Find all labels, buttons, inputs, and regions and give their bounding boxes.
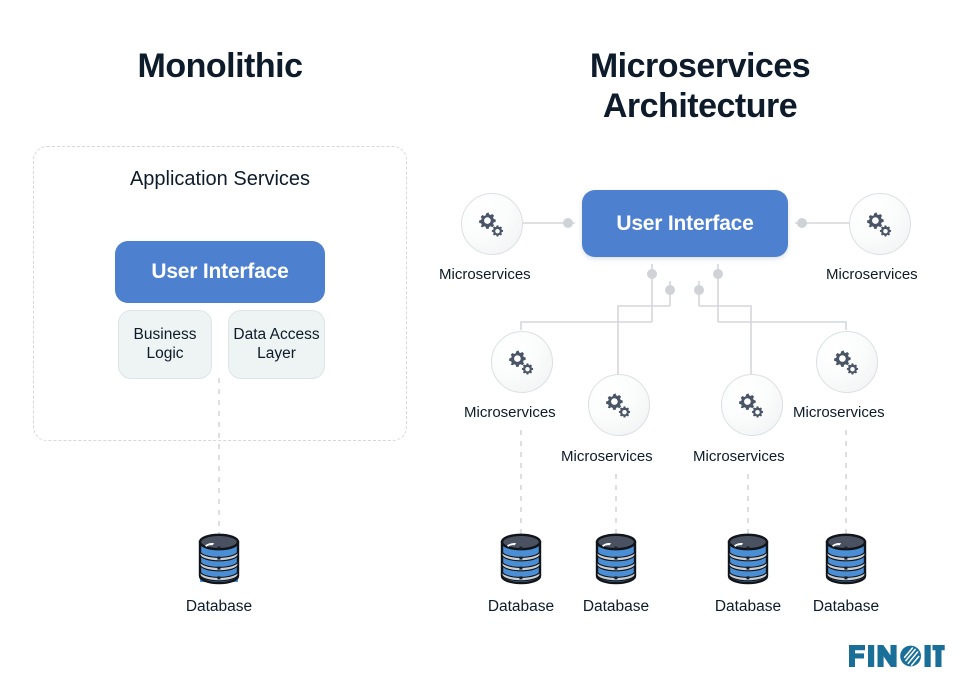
microservice-node-row2-c[interactable] [721,374,783,436]
database-icon-monolithic [196,532,242,594]
gears-icon [606,393,631,418]
microservice-label-left-top: Microservices [439,266,531,283]
wire-dot-stem-1 [647,269,657,279]
database-label-1: Database [487,598,555,615]
application-services-label: Application Services [129,168,311,190]
microservice-node-left-top[interactable] [461,193,523,255]
page-title-microservices-line2: Architecture [602,87,798,126]
business-logic-box[interactable]: Business Logic [118,310,212,379]
microservice-node-row2-b[interactable] [588,374,650,436]
monolithic-container [33,146,407,441]
wire-dot-right [797,218,807,228]
monolithic-user-interface-box[interactable]: User Interface [115,241,325,303]
wire-dot-stem-4 [713,269,723,279]
database-label-4: Database [812,598,880,615]
microservices-user-interface-box[interactable]: User Interface [582,190,788,257]
microservice-label-row2-c: Microservices [693,448,785,465]
wire-branch-to-ms-c [699,305,752,374]
gears-icon [739,393,764,418]
database-icon-4 [823,532,869,594]
microservice-node-row2-a[interactable] [491,331,553,393]
database-label-monolithic: Database [185,598,253,615]
page-title-microservices: Microservices Architecture [500,46,900,126]
gears-icon [479,212,504,237]
microservice-label-row2-b: Microservices [561,448,653,465]
wire-dot-stem-2 [665,285,675,295]
database-icon-1 [498,532,544,594]
database-icon-3 [725,532,771,594]
finoit-logo[interactable] [847,641,945,671]
database-label-2: Database [582,598,650,615]
microservice-label-row2-a: Microservices [464,404,556,421]
data-access-layer-box[interactable]: Data Access Layer [228,310,325,379]
microservice-label-right-top: Microservices [826,266,918,283]
microservice-node-row2-d[interactable] [816,331,878,393]
wire-branch-to-ms-a [520,321,652,330]
finoit-logo-icon [849,645,945,667]
page-title-monolithic: Monolithic [137,47,303,85]
wire-branch-to-ms-b [617,305,670,374]
database-icon-2 [593,532,639,594]
page-title-microservices-line1: Microservices [589,47,811,85]
microservice-label-row2-d: Microservices [793,404,885,421]
wire-dot-stem-3 [694,285,704,295]
gears-icon [509,350,534,375]
wire-branch-to-ms-d [718,321,847,330]
wire-dot-left [563,218,573,228]
microservice-node-right-top[interactable] [849,193,911,255]
gears-icon [867,212,892,237]
database-label-3: Database [714,598,782,615]
gears-icon [834,350,859,375]
